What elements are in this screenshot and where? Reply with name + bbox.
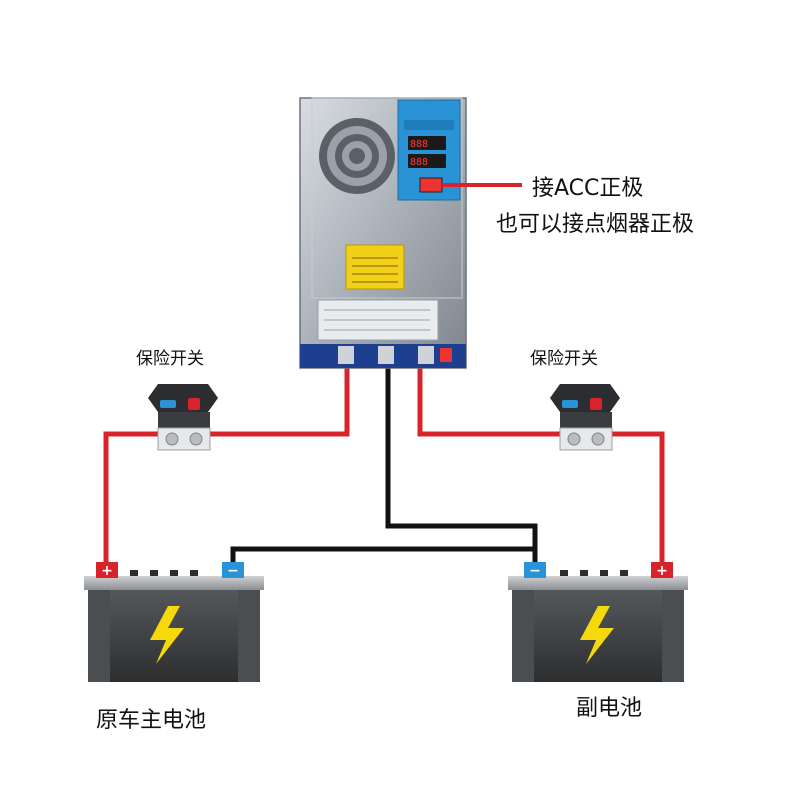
main-battery-negative-terminal [222, 562, 244, 578]
terminal-strip [300, 344, 466, 368]
aux-battery-positive-terminal [651, 562, 673, 578]
breaker-left [148, 384, 218, 451]
fuse-switch-left-label: 保险开关 [136, 349, 204, 369]
aux-minus-label: − [529, 563, 541, 579]
acc-alt-label: 也可以接点烟器正极 [496, 212, 695, 237]
fuse-switch-right-label: 保险开关 [530, 349, 598, 369]
main-plus-label: + [101, 563, 113, 579]
warning-sticker [345, 244, 405, 290]
aux-battery: − + [508, 562, 688, 682]
main-battery-positive-terminal [96, 562, 118, 578]
fan-grille-icon [319, 118, 395, 194]
spec-label [317, 299, 439, 341]
main-battery: + − [84, 562, 264, 682]
main-minus-label: − [227, 563, 239, 579]
control-panel: 888 888 [397, 99, 461, 201]
breaker-right [550, 384, 620, 451]
power-supply: 888 888 [299, 97, 467, 369]
main-battery-label: 原车主电池 [96, 708, 207, 733]
negative-wire [230, 368, 538, 566]
positive-wire-right [417, 368, 665, 566]
acc-label: 接ACC正极 [532, 176, 644, 201]
positive-wire-left [103, 368, 350, 566]
svg-text:888: 888 [410, 157, 428, 168]
lightning-bolt-icon [150, 606, 184, 664]
lightning-bolt-icon [580, 606, 614, 664]
aux-battery-label: 副电池 [576, 696, 643, 721]
aux-battery-negative-terminal [524, 562, 546, 578]
svg-text:888: 888 [410, 139, 428, 150]
aux-plus-label: + [656, 563, 668, 579]
